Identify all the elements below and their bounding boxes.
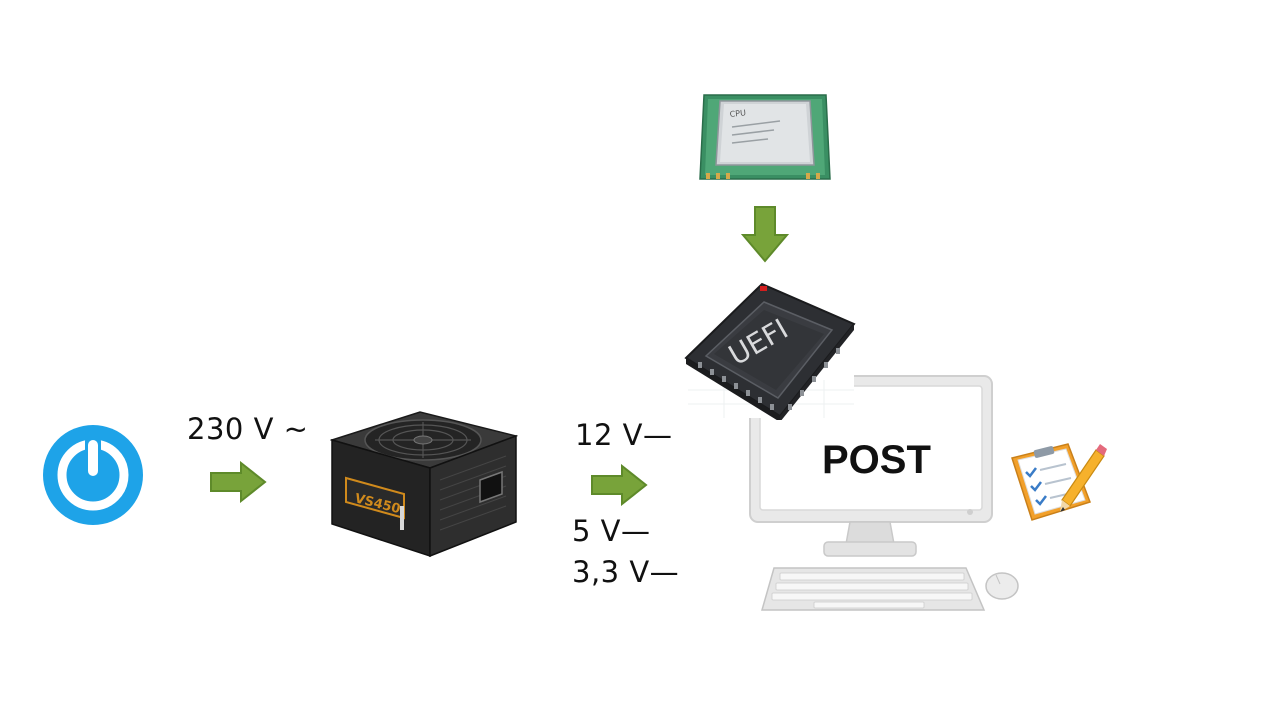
cpu-chip-icon: CPU [699,94,831,180]
green-arrow-icon [210,461,267,503]
rail-5v-label: 5 V— [572,514,651,548]
cpu-marking-label: CPU [729,108,746,119]
post-label: POST [822,438,931,482]
rail-12v-label: 12 V— [575,418,673,452]
green-arrow-icon [591,464,648,506]
ac-input-label: 230 V ~ [187,412,309,446]
rail-3v3-label: 3,3 V— [572,555,680,589]
power-supply-icon: VS450 [330,411,518,558]
power-button-icon [43,425,143,525]
checklist-pencil-icon [1011,443,1107,521]
green-arrow-icon [741,206,789,263]
uefi-chip-icon: UEFI [684,282,856,420]
